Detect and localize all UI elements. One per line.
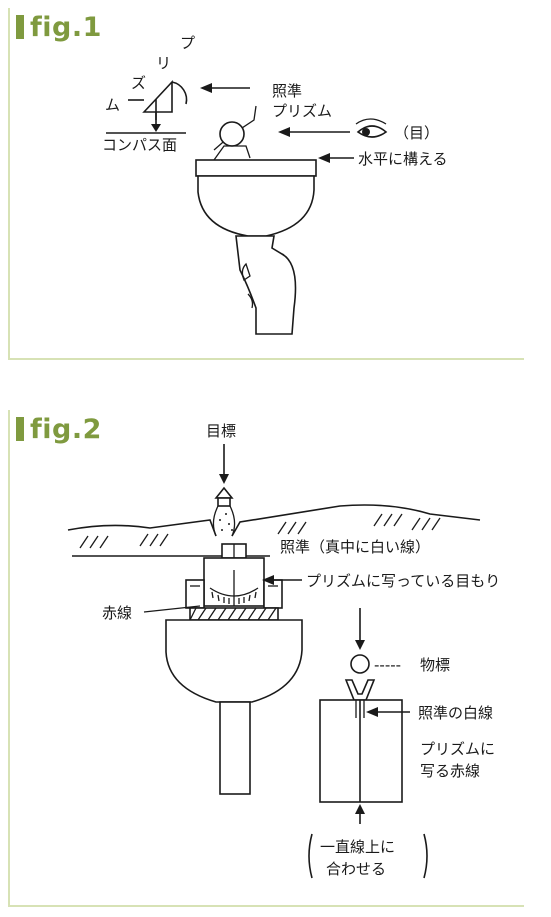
fig2-title: fig.2 [16,414,102,445]
compass-handle [235,235,297,335]
paren-right [423,833,428,879]
prism-kana-zu: ズ [131,74,146,92]
prism-kana-mu: ム [105,96,120,114]
fig1-panel: fig.1 プ リ ズ ム コンパス面 照準 プリズム [8,8,524,360]
paren-left [308,833,313,879]
arrow-left-icon [278,127,290,137]
arrow-left-icon [366,707,378,717]
red-line-in-prism-label-1: プリズムに [420,740,495,758]
object-mark-leader: ----- [374,656,401,674]
arrow-left-icon [200,83,212,93]
fig1-title: fig.1 [16,12,102,43]
sighting-prism-ball [219,121,245,147]
align-label-1: 一直線上に [320,838,395,856]
eye-label: （目） [394,124,439,142]
prism-kana-ri: リ [156,54,171,72]
compass-face-label: コンパス面 [102,136,177,154]
prism-kana-pu: プ [180,34,195,52]
sight-line-label: 照準（真中に白い線） [280,538,430,556]
top-plate [195,159,317,177]
prism-detail-view [319,679,403,803]
arrow-down-icon [355,640,365,650]
eye-icon [355,118,388,138]
object-mark-label: 物標 [420,656,450,674]
arrow-up-icon [355,804,365,814]
hold-level-label: 水平に構える [358,150,448,168]
arrow-down-icon [219,474,229,484]
target-label: 目標 [206,422,236,440]
sighting-prism-label-1: 照準 [272,82,302,100]
arrow-left-icon [262,575,274,585]
arrow-down-icon [151,124,161,132]
object-mark-circle [350,654,370,674]
sighting-prism-label-2: プリズム [272,102,332,120]
arrow-left-icon [318,153,330,163]
red-line-label: 赤線 [102,604,132,622]
compass-bowl [197,175,315,237]
target-marker [212,486,236,537]
white-line-of-sight-label: 照準の白線 [418,704,493,722]
red-line-in-prism-label-2: 写る赤線 [420,762,480,780]
align-label-2: 合わせる [326,860,386,878]
compass-body [195,105,317,335]
fig2-diagram: 目標 [67,422,500,879]
prism-detail [106,79,188,134]
compass-rear-view [165,543,303,795]
fig2-panel: fig.2 目標 [8,410,524,907]
prism-scale-label: プリズムに写っている目もり [306,572,500,590]
fig1-diagram: プ リ ズ ム コンパス面 照準 プリズム [102,34,448,335]
